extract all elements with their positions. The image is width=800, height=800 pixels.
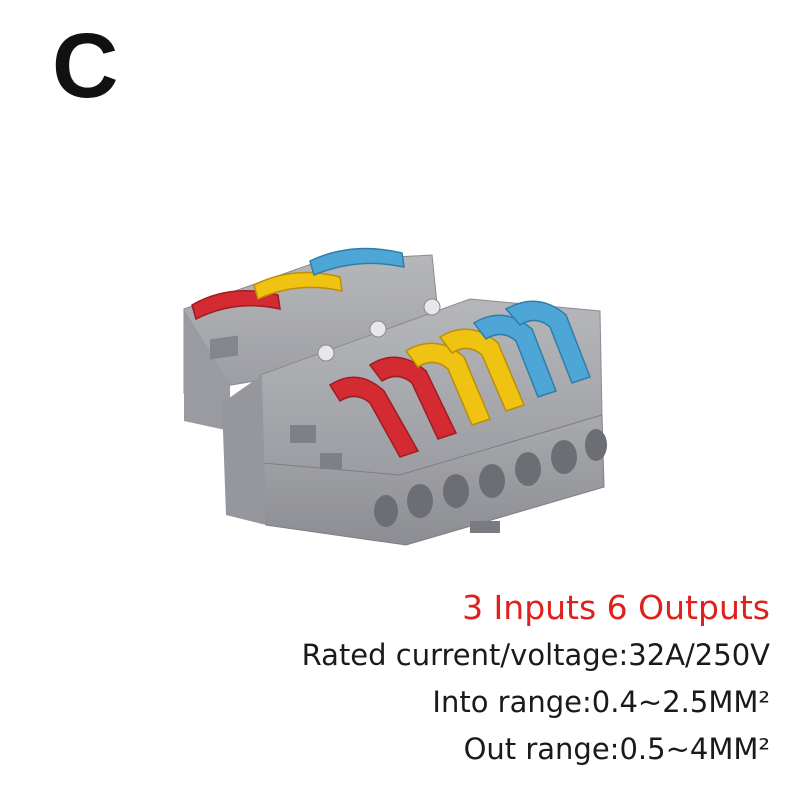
input-block (183, 247, 441, 431)
spec-headline: 3 Inputs 6 Outputs (462, 588, 770, 627)
spec-rated: Rated current/voltage:32A/250V (301, 638, 770, 672)
wire-connector-3in-6out-icon (183, 247, 607, 546)
output-block (222, 298, 607, 546)
spec-out-range: Out range:0.5~4MM² (463, 732, 770, 766)
spec-into-range: Into range:0.4~2.5MM² (432, 685, 770, 719)
spec-block: 3 Inputs 6 Outputs Rated current/voltage… (210, 584, 770, 773)
variant-letter: C (52, 15, 119, 117)
